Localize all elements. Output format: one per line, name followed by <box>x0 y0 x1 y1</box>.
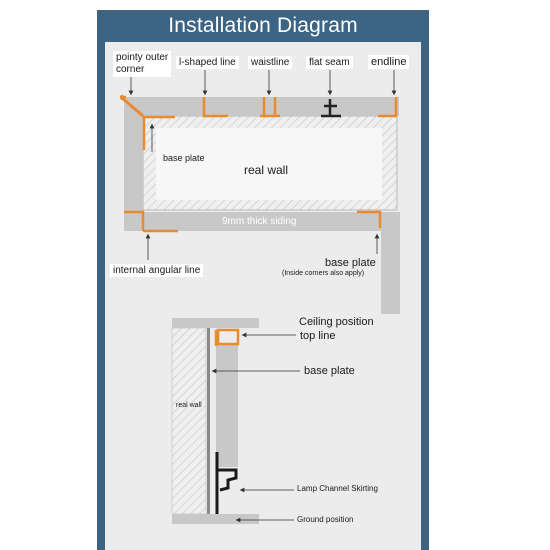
siding-bottom <box>124 212 382 231</box>
label-base-plate-inner: base plate <box>161 152 207 164</box>
label-real-wall-top: real wall <box>241 162 292 178</box>
real-wall-bottom <box>171 327 207 515</box>
siding-top <box>124 97 399 116</box>
label-waistline: waistline <box>248 56 293 69</box>
pointy-outer-corner-trim <box>120 95 144 118</box>
l-shaped-line-trim <box>202 97 228 118</box>
flat-seam-trim <box>321 99 341 118</box>
label-pointy-outer-corner: pointy outer corner <box>113 51 172 77</box>
label-internal-angular-line: internal angular line <box>110 264 204 277</box>
label-flat-seam: flat seam <box>306 56 353 69</box>
waistline-trim <box>260 97 280 118</box>
diagram-title: Installation Diagram <box>168 14 358 37</box>
label-endline: endline <box>368 55 410 69</box>
label-base-plate-bottom: base plate <box>304 365 355 377</box>
endline-trim <box>378 97 398 118</box>
ceiling-bar <box>172 318 259 328</box>
label-real-wall-bottom: real wall <box>176 402 202 409</box>
label-9mm-siding: 9mm thick siding <box>222 216 297 227</box>
siding-right-vertical <box>381 212 400 314</box>
internal-angular-line-trim <box>124 210 178 233</box>
label-l-shaped-line: l-shaped line <box>176 56 239 69</box>
label-top-line: top line <box>300 330 336 342</box>
label-ground-position: Ground position <box>297 515 354 524</box>
top-line-trim <box>216 328 240 346</box>
siding-left <box>124 97 143 231</box>
lamp-channel-skirting <box>215 452 238 514</box>
label-ceiling-position: Ceiling position <box>299 316 374 328</box>
label-lamp-channel-skirting: Lamp Channel Skirting <box>297 484 378 493</box>
siding-panel-vertical <box>216 345 238 467</box>
label-inside-corners-note: (Inside corners also apply) <box>282 270 365 277</box>
base-plate-strip-vertical <box>207 328 210 514</box>
base-plate-strip-bottom <box>357 210 382 228</box>
label-base-plate-outer: base plate <box>325 257 376 269</box>
ground-bar <box>172 514 259 524</box>
